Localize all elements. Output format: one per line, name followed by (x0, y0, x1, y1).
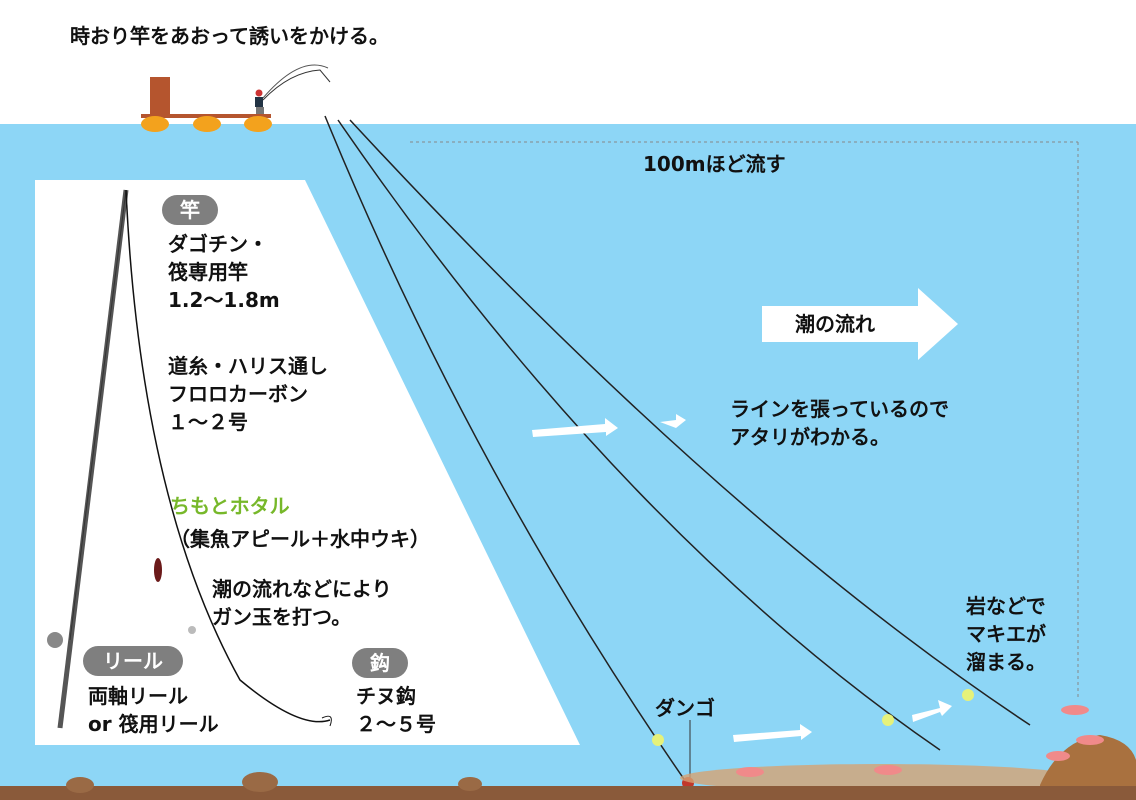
hotaru-icon (154, 558, 162, 582)
hotaru-desc: （集魚アピール＋水中ウキ） (170, 527, 430, 551)
rod-guide-line (69, 189, 127, 641)
raft (141, 77, 272, 132)
rock (1040, 735, 1136, 800)
rock-note: 岩などで マキエが 溜まる。 (966, 592, 1046, 676)
rock-note-line: 溜まる。 (966, 650, 1046, 674)
hook-icon (321, 715, 332, 727)
hook-spec-line: チヌ鈎 (356, 684, 416, 708)
seabed (0, 786, 1136, 800)
dango-label: ダンゴ (655, 696, 715, 720)
chum-cloud (680, 764, 1080, 792)
tension-note-line: アタリがわかる。 (730, 425, 890, 449)
line-3 (349, 119, 1031, 726)
info-panel (35, 180, 580, 745)
sinker-icon (188, 626, 196, 634)
rod-spec-line: 1.2〜1.8m (168, 288, 280, 312)
hotaru-name: ちもとホタル (170, 494, 290, 518)
bait-glow (652, 689, 974, 746)
rod-badge: 竿 (162, 195, 218, 225)
rod-spec: ダゴチン・ 筏専用竿 1.2〜1.8m (168, 230, 280, 314)
line-spec-line: フロロカーボン (168, 382, 308, 406)
rod-spec-line: ダゴチン・ (168, 232, 268, 256)
reel-spec-line: or 筏用リール (88, 712, 219, 736)
tension-note: ラインを張っているので アタリがわかる。 (730, 395, 949, 451)
current-arrow (762, 288, 958, 360)
hook-spec-line: ２〜５号 (356, 712, 436, 736)
seabed-stones (66, 772, 482, 793)
line-2 (337, 119, 941, 751)
rock-note-line: マキエが (966, 622, 1046, 646)
line-spec-line: １〜２号 (168, 410, 248, 434)
rock-note-line: 岩などで (966, 594, 1046, 618)
flow-arrows (532, 414, 952, 742)
page-title: 時おり竿をあおって誘いをかける。 (70, 24, 389, 48)
line-spec: 道糸・ハリス通し フロロカーボン １〜２号 (168, 352, 328, 436)
sinker-note-line: 潮の流れなどにより (212, 577, 392, 601)
angler-icon (255, 64, 331, 114)
fishing-line (125, 189, 331, 723)
reel-spec-line: 両軸リール (88, 684, 188, 708)
fish-icons (736, 705, 1104, 777)
line-spec-line: 道糸・ハリス通し (168, 354, 328, 378)
reel-badge: リール (83, 646, 183, 676)
sinker-note: 潮の流れなどにより ガン玉を打つ。 (212, 575, 392, 631)
hook-spec: チヌ鈎 ２〜５号 (356, 682, 436, 738)
sinker-note-line: ガン玉を打つ。 (212, 605, 352, 629)
hook-badge: 鈎 (352, 648, 408, 678)
rod-spec-line: 筏専用竿 (168, 260, 248, 284)
reel-icon (47, 632, 63, 648)
reel-spec: 両軸リール or 筏用リール (88, 682, 219, 738)
line-1 (324, 115, 687, 783)
current-label: 潮の流れ (795, 312, 875, 336)
tension-note-line: ラインを張っているので (730, 397, 949, 421)
distance-label: 100mほど流す (643, 152, 786, 176)
